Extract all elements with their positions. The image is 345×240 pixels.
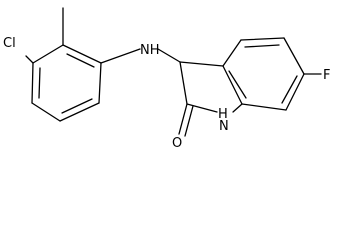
bond-ring-b-4 xyxy=(285,73,305,111)
bond-carbonyl-2 xyxy=(184,105,194,137)
atom-amine-nh: NH xyxy=(140,43,160,58)
molecule-diagram: Cl NH F O N H xyxy=(3,7,330,151)
bond-ring-b-3 xyxy=(283,37,305,75)
bond-ring-cl xyxy=(25,55,34,64)
bond-ring-a-3 xyxy=(59,102,100,122)
bond-ring-b-2 xyxy=(240,37,285,41)
bond-c2-n1 xyxy=(186,103,218,113)
bond-ring-b-5 xyxy=(241,103,287,111)
bond-ring-b-inner-1 xyxy=(244,44,280,48)
bond-ring-a-4 xyxy=(31,102,61,122)
bond-c3-c2 xyxy=(179,61,188,105)
bond-ring-a-2 xyxy=(98,62,102,104)
atom-oxygen: O xyxy=(172,136,182,151)
bond-ring-b-1 xyxy=(222,39,242,67)
bond-ring-b-inner-3 xyxy=(228,70,247,99)
bond-c3a-c7a xyxy=(222,65,243,105)
bond-c3-c3a xyxy=(179,61,224,67)
bond-ring-b-inner-2 xyxy=(281,75,298,104)
bond-ring-a-inner-1 xyxy=(66,53,95,68)
bond-ring-a-inner-3 xyxy=(38,67,41,99)
atom-fluorine: F xyxy=(323,68,330,83)
bond-ring-a-1 xyxy=(62,44,102,64)
atom-labels: Cl NH F O N H xyxy=(3,36,330,151)
atom-chlorine: Cl xyxy=(3,36,16,51)
bond-aryl-nh xyxy=(100,48,141,64)
bond-carbonyl-1 xyxy=(178,103,188,135)
bond-nh-c3 xyxy=(157,48,181,63)
atom-lactam-h: H xyxy=(218,107,228,122)
atom-lactam-n: N xyxy=(219,119,229,134)
bond-ring-a-5 xyxy=(31,62,34,104)
bond-ring-a-6 xyxy=(32,44,64,64)
bond-ring-a-inner-2 xyxy=(61,98,93,114)
bonds xyxy=(25,7,322,137)
bond-n1-c7a xyxy=(232,103,243,113)
